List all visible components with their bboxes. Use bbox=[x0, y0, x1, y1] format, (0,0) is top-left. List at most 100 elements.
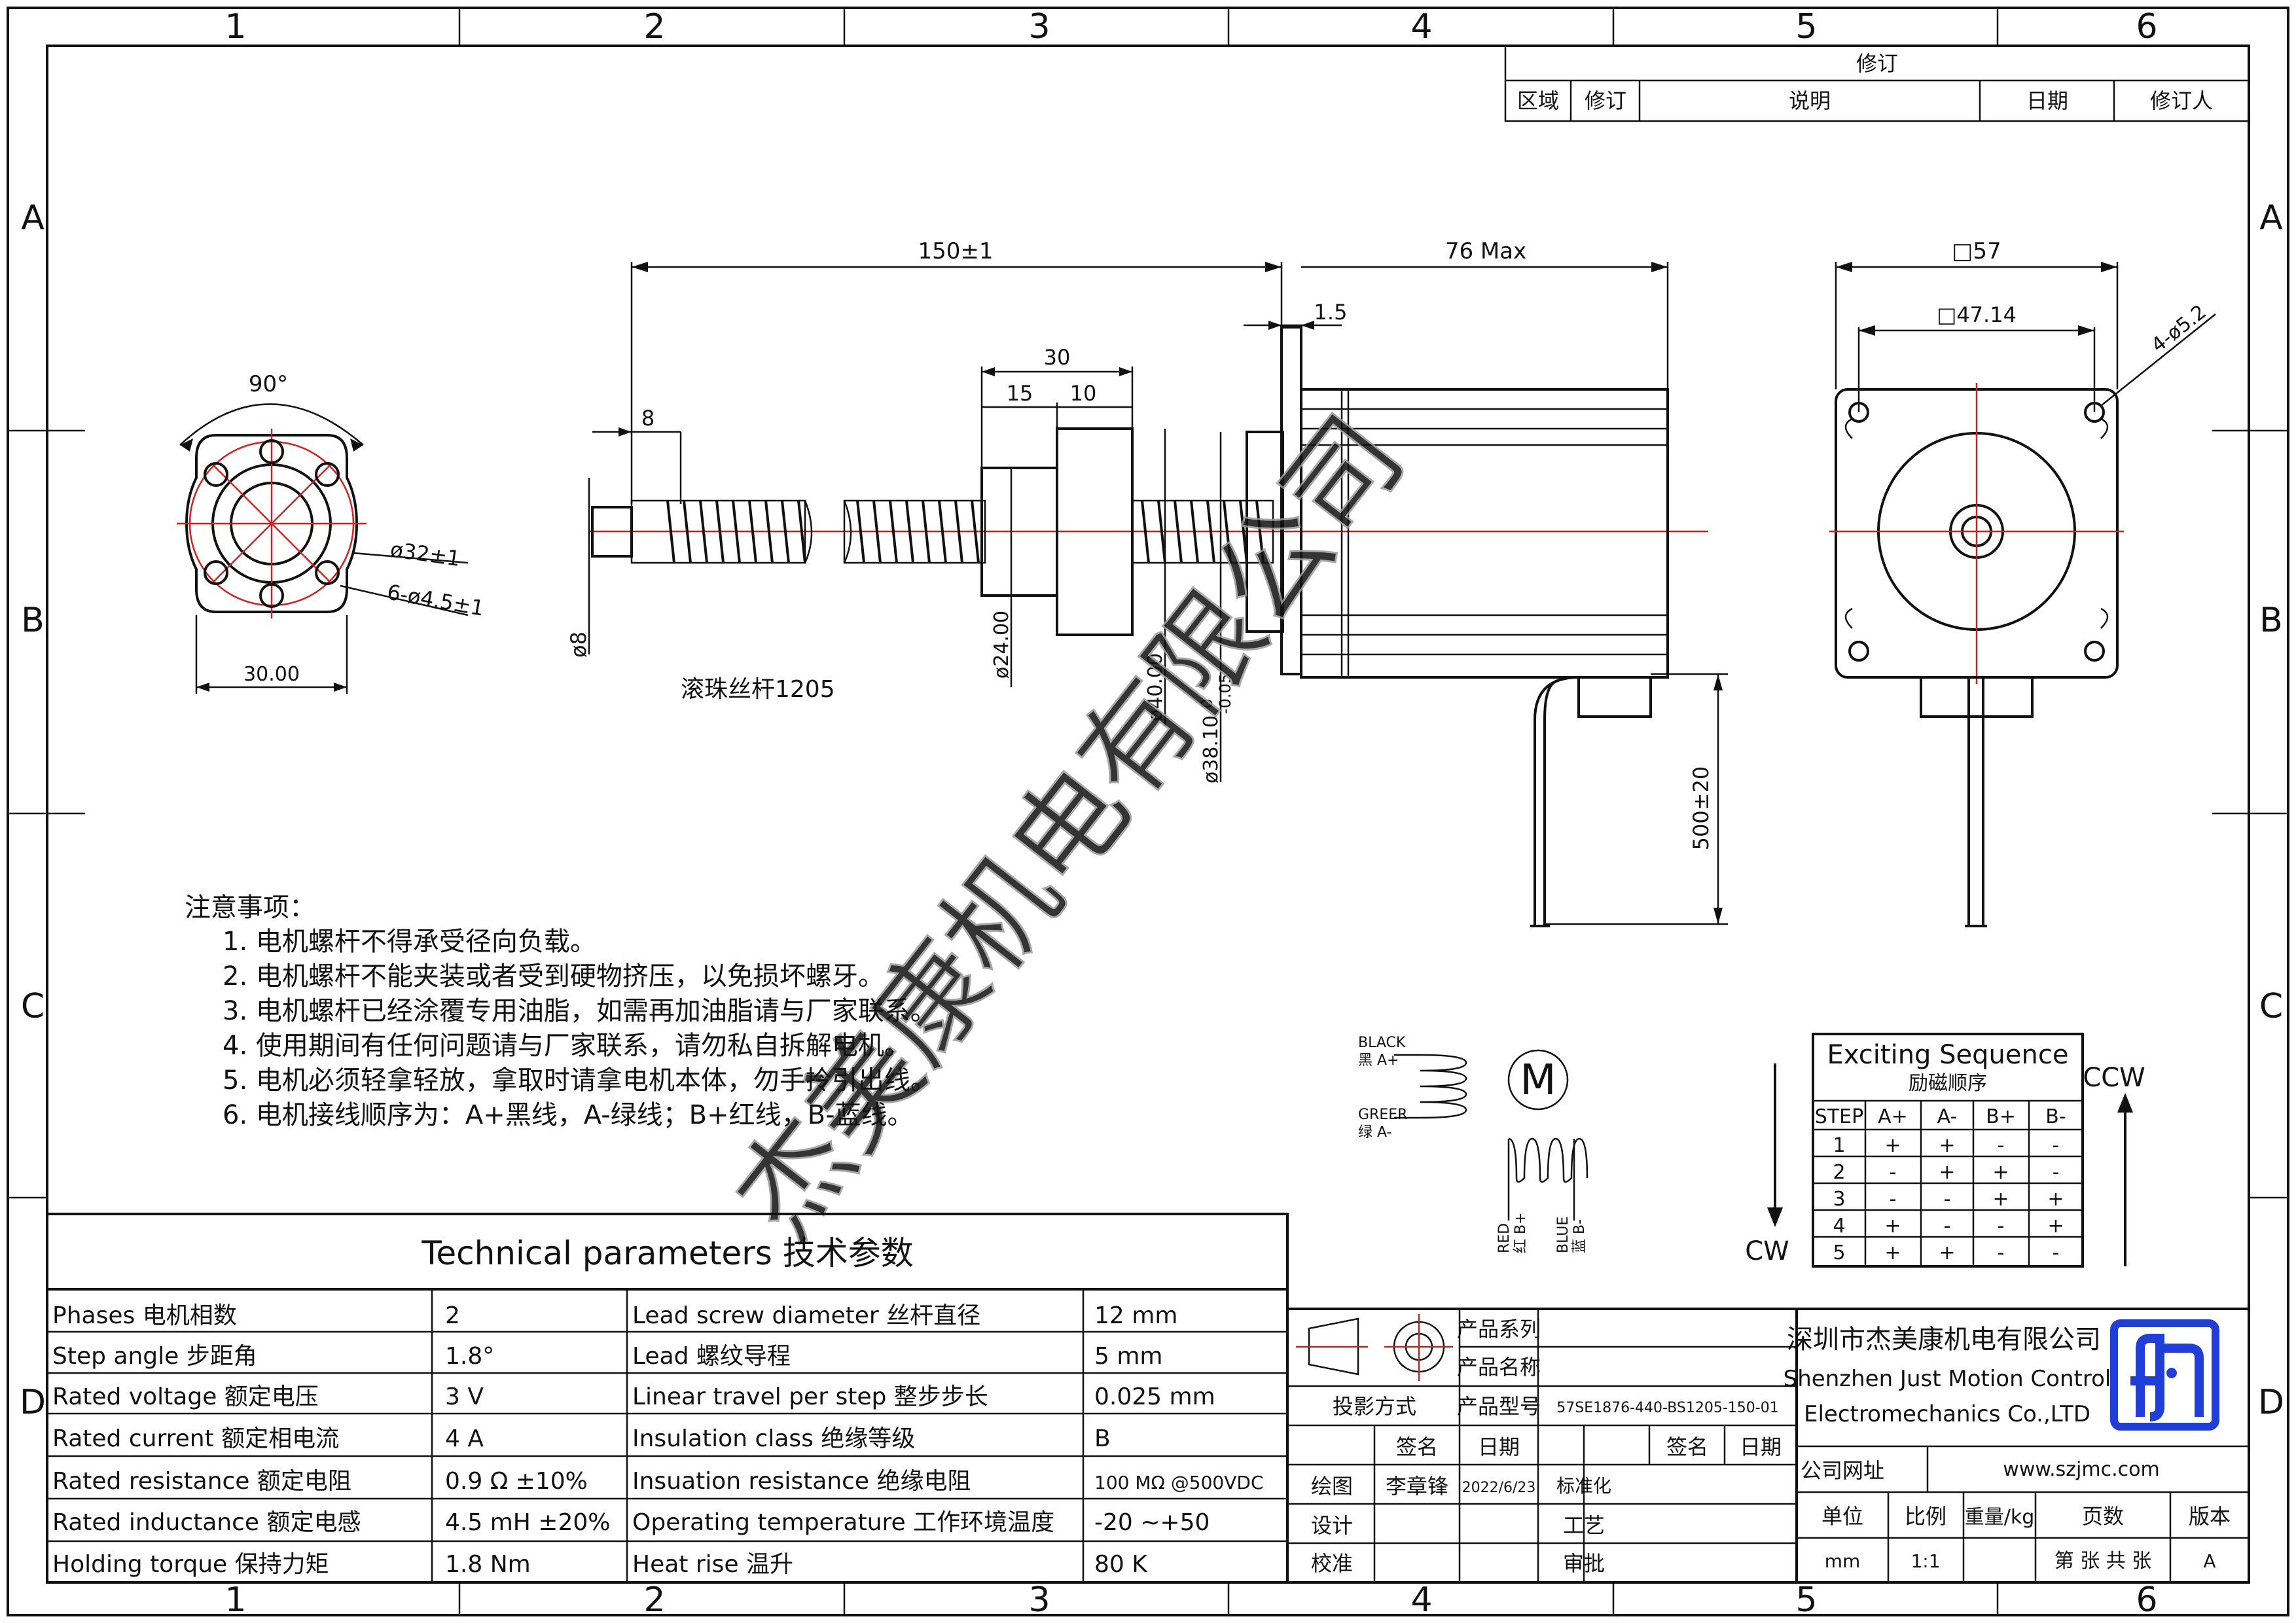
tb-label: 产品型号 bbox=[1457, 1394, 1541, 1419]
sequence-cell: + bbox=[1992, 1188, 2009, 1211]
nut-segment-dimension: 15 bbox=[1007, 381, 1033, 406]
motor-symbol bbox=[1507, 1049, 1569, 1111]
row-label-right: A bbox=[2259, 198, 2283, 238]
row-label-left: D bbox=[20, 1383, 46, 1422]
sequence-header: A- bbox=[1937, 1105, 1958, 1128]
tb-label: 产品名称 bbox=[1457, 1355, 1541, 1380]
tb-label: 重量/kg bbox=[1965, 1506, 2035, 1529]
sequence-cell: 1 bbox=[1833, 1134, 1845, 1157]
sequence-cell: 2 bbox=[1833, 1161, 1845, 1184]
tip-length-dimension: 8 bbox=[641, 406, 655, 431]
col-label-bottom: 1 bbox=[224, 1580, 246, 1620]
watermark: 杰美康机电有限公司 bbox=[710, 393, 1429, 1262]
sequence-subtitle: 励磁顺序 bbox=[1909, 1072, 1987, 1095]
tech-param-label: Phases 电机相数 bbox=[52, 1302, 237, 1329]
sequence-cell: + bbox=[1884, 1241, 1901, 1264]
note-item: 3. 电机螺杆已经涂覆专用油脂，如需再加油脂请与厂家联系。 bbox=[223, 996, 937, 1026]
front-view: □57 □47.14 4-ø5.2 bbox=[1829, 238, 2216, 927]
tb-label: 公司网址 bbox=[1801, 1458, 1884, 1483]
sequence-cell: - bbox=[1890, 1188, 1897, 1211]
wire-label: 红 B+ bbox=[1513, 1212, 1529, 1253]
sequence-cell: - bbox=[1998, 1134, 2005, 1157]
sequence-cell: - bbox=[2053, 1241, 2060, 1264]
sequence-cell: - bbox=[1890, 1161, 1897, 1184]
col-label-bottom: 2 bbox=[643, 1580, 665, 1620]
tb-label: 投影方式 bbox=[1333, 1394, 1416, 1419]
tech-param-value: 100 MΩ @500VDC bbox=[1094, 1472, 1264, 1493]
sequence-cell: - bbox=[1998, 1241, 2005, 1264]
tb-label: 单位 bbox=[1821, 1504, 1863, 1529]
notes: 注意事项： 1. 电机螺杆不得承受径向负载。 2. 电机螺杆不能夹装或者受到硬物… bbox=[185, 893, 937, 1130]
sequence-cell: 5 bbox=[1833, 1241, 1845, 1264]
tb-label: 校准 bbox=[1311, 1551, 1353, 1576]
hole-pitch-dimension: □47.14 bbox=[1937, 302, 2017, 327]
tech-param-value: 4 A bbox=[445, 1425, 484, 1452]
tech-param-label: Lead 螺纹导程 bbox=[632, 1343, 791, 1370]
tech-param-label: Heat rise 温升 bbox=[632, 1551, 793, 1578]
tb-value: A bbox=[2203, 1550, 2215, 1572]
tech-param-label: Rated inductance 额定电感 bbox=[52, 1509, 361, 1536]
sequence-title: Exciting Sequence bbox=[1827, 1040, 2069, 1070]
revision-header: 日期 bbox=[2026, 88, 2068, 113]
coil-b bbox=[1508, 1137, 1588, 1183]
company-logo bbox=[2110, 1319, 2219, 1431]
side-view: 150±1 76 Max 1.5 30 15 10 8 ø8 ø24.00 bbox=[566, 238, 1728, 927]
total-length-dimension: 150±1 bbox=[918, 238, 993, 264]
boss-tolerance-lower: -0.05 bbox=[1216, 673, 1234, 714]
sequence-cell: + bbox=[1939, 1161, 1955, 1184]
tech-param-value: 0.025 mm bbox=[1094, 1383, 1215, 1410]
sequence-cell: - bbox=[2053, 1161, 2060, 1184]
tech-param-label: Insulation class 绝缘等级 bbox=[632, 1425, 915, 1452]
company-name-cn: 深圳市杰美康机电有限公司 bbox=[1787, 1325, 2101, 1355]
tb-label: 比例 bbox=[1905, 1504, 1946, 1529]
wiring-diagram: BLACK 黑 A+ GREER 绿 A- M RED 红 B+ BLUE 蓝 … bbox=[1358, 1035, 1588, 1253]
ccw-label: CCW bbox=[2083, 1063, 2145, 1093]
row-label-left: A bbox=[21, 198, 45, 238]
revision-header: 说明 bbox=[1789, 88, 1831, 113]
revision-title: 修订 bbox=[1856, 51, 1898, 76]
wire-label: 绿 A- bbox=[1358, 1124, 1392, 1141]
col-label-top: 5 bbox=[1795, 7, 1817, 46]
tech-param-value: -20 ~+50 bbox=[1094, 1509, 1210, 1536]
tb-value: 1:1 bbox=[1910, 1550, 1940, 1572]
cw-arrow bbox=[1767, 1207, 1783, 1227]
sequence-header: STEP bbox=[1815, 1105, 1863, 1128]
tech-param-value: 12 mm bbox=[1094, 1302, 1177, 1329]
tb-value: 第 张 共 张 bbox=[2054, 1550, 2152, 1573]
wire-label: GREER bbox=[1358, 1107, 1407, 1123]
company-name-en: Electromechanics Co.,LTD bbox=[1804, 1401, 2090, 1427]
tb-label: 设计 bbox=[1311, 1513, 1353, 1538]
row-label-right: C bbox=[2259, 987, 2283, 1026]
boss-diameter-dimension: ø38.10 bbox=[1200, 715, 1223, 783]
motor-letter: M bbox=[1520, 1056, 1556, 1105]
row-label-left: C bbox=[21, 987, 45, 1026]
tech-param-value: B bbox=[1094, 1425, 1111, 1452]
col-label-bottom: 4 bbox=[1410, 1580, 1432, 1620]
col-label-top: 3 bbox=[1028, 7, 1050, 46]
sequence-header: B- bbox=[2045, 1105, 2066, 1128]
mounting-holes-dimension: 4-ø5.2 bbox=[2147, 300, 2211, 357]
tb-drawer: 李章锋 bbox=[1386, 1474, 1448, 1499]
tech-param-label: Insuation resistance 绝缘电阻 bbox=[632, 1468, 971, 1495]
flange-diameter-dimension: ø32±1 bbox=[389, 537, 462, 571]
frame-labels: 1 2 3 4 5 6 1 2 3 4 5 6 A B C D A B C D bbox=[20, 7, 2284, 1620]
sequence-cell: - bbox=[1944, 1215, 1951, 1238]
sequence-cell: - bbox=[1944, 1188, 1951, 1211]
lead-length-dimension: 500±20 bbox=[1689, 766, 1713, 851]
title-block: 产品系列 产品名称 投影方式 产品型号 57SE1876-440-BS1205-… bbox=[1286, 1308, 2250, 1584]
tb-label: 产品系列 bbox=[1457, 1317, 1541, 1342]
tb-label: 签名 bbox=[1666, 1435, 1708, 1459]
tech-param-value: 3 V bbox=[445, 1383, 484, 1410]
boss-tolerance-upper: 0 bbox=[1198, 698, 1216, 708]
tech-param-value: 1.8 Nm bbox=[445, 1551, 531, 1578]
row-label-right: B bbox=[2259, 601, 2283, 640]
note-item: 6. 电机接线顺序为：A+黑线，A-绿线；B+红线，B-蓝线。 bbox=[223, 1100, 914, 1130]
flange-diameter-dimension: ø40.00 bbox=[1144, 653, 1167, 721]
col-label-top: 4 bbox=[1410, 7, 1432, 46]
tech-param-label: Linear travel per step 整步步长 bbox=[632, 1383, 988, 1410]
note-item: 2. 电机螺杆不能夹装或者受到硬物挤压，以免损坏螺牙。 bbox=[223, 961, 884, 991]
sequence-cell: - bbox=[1998, 1215, 2005, 1238]
company-name-en: Shenzhen Just Motion Control bbox=[1784, 1366, 2111, 1392]
tb-model: 57SE1876-440-BS1205-150-01 bbox=[1556, 1400, 1778, 1416]
